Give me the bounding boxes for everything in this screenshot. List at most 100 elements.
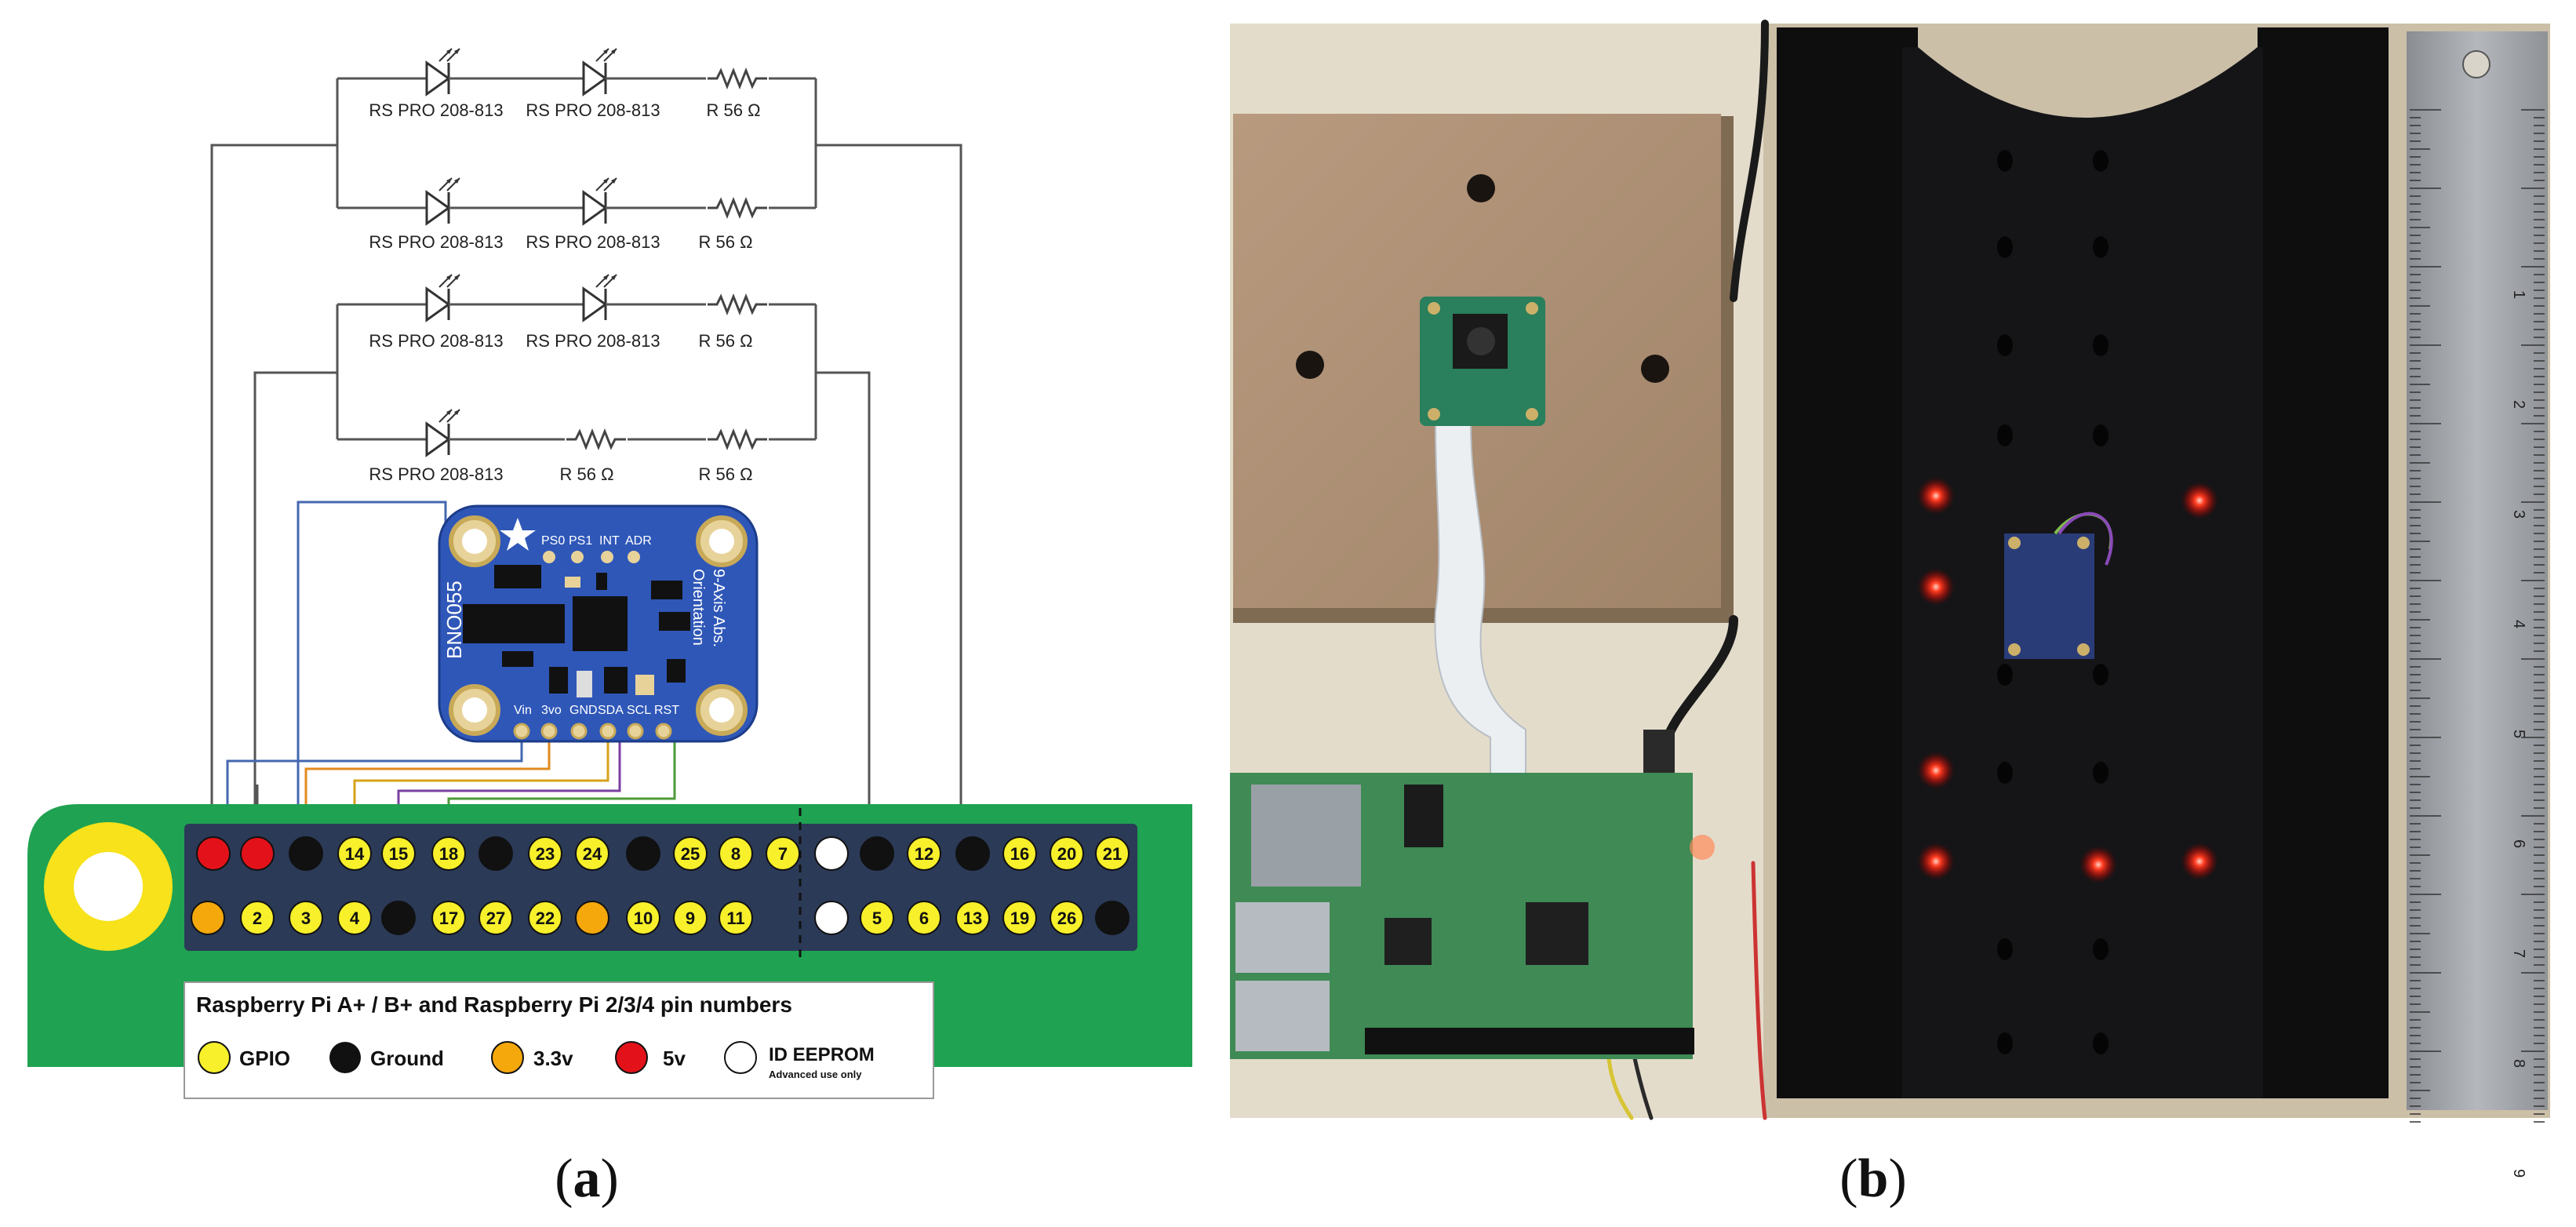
legend-gpio: GPIO	[239, 1047, 290, 1070]
gpio-pin	[907, 836, 941, 871]
gpio-pin	[337, 836, 372, 871]
led-label: RS PRO 208-813	[369, 100, 503, 120]
pin-label-vin: Vin	[514, 704, 532, 717]
gpio-pin	[860, 836, 894, 871]
gpio-pin-number: 20	[1057, 844, 1076, 864]
resistor-label: R 56 Ω	[706, 100, 760, 120]
gpio-pin	[528, 901, 562, 935]
resistor-label: R 56 Ω	[698, 331, 752, 351]
gpio-pin	[478, 901, 513, 935]
gpio-pin	[1050, 836, 1084, 871]
gpio-pin	[955, 901, 990, 935]
gpio-pin	[381, 836, 416, 871]
pin-label-sda: SDA	[598, 704, 624, 717]
gpio-pin-number: 26	[1057, 908, 1076, 928]
caption-a: (a)	[555, 1149, 619, 1209]
ruler-number: 4	[2510, 620, 2527, 628]
gpio-pin	[1095, 836, 1130, 871]
sensor-subtitle: Orientation	[689, 569, 707, 646]
gpio-pin	[240, 901, 275, 935]
gpio-pin-number: 21	[1103, 844, 1122, 864]
gpio-pin	[719, 836, 753, 871]
gpio-pin-number: 14	[345, 844, 365, 864]
led-label: RS PRO 208-813	[369, 331, 503, 351]
resistor-label: R 56 Ω	[698, 464, 752, 484]
ruler-number: 1	[2510, 290, 2527, 299]
gpio-header	[184, 824, 1137, 951]
pin-label-ps1: PS1	[569, 534, 592, 548]
ruler-number: 9	[2510, 1169, 2527, 1178]
legend-eeprom: ID EEPROM	[769, 1044, 875, 1065]
sensor-subtitle: 9-Axis Abs.	[710, 569, 727, 647]
gpio-pin-number: 22	[536, 908, 555, 928]
gpio-pin-number: 6	[919, 908, 929, 928]
led-label: RS PRO 208-813	[526, 331, 660, 351]
ruler-number: 5	[2510, 730, 2527, 738]
gpio-pin-number: 8	[731, 844, 740, 864]
gpio-pin	[626, 901, 660, 935]
gpio-pin	[673, 836, 708, 871]
legend-3v3: 3.3v	[533, 1047, 573, 1070]
star-logo-icon	[500, 518, 536, 551]
gpio-pin	[1095, 901, 1130, 935]
gpio-pin-number: 23	[536, 844, 555, 864]
ruler-number: 2	[2510, 400, 2527, 409]
led-label: RS PRO 208-813	[369, 232, 503, 252]
gpio-pin	[907, 901, 941, 935]
gpio-pin	[955, 836, 990, 871]
gpio-pin	[196, 836, 231, 871]
ruler-number: 3	[2510, 510, 2527, 519]
resistor-label: R 56 Ω	[559, 464, 613, 484]
led-string-3: RS PRO 208-813 RS PRO 208-813 R 56 Ω	[369, 273, 769, 351]
legend-ground: Ground	[370, 1047, 444, 1070]
gpio-pin-number: 4	[350, 908, 360, 928]
pin-label-adr: ADR	[625, 534, 652, 548]
gpio-pin	[575, 901, 609, 935]
panel-a-wiring-diagram: RS PRO 208-813 RS PRO 208-813 R 56 Ω RS …	[27, 47, 1192, 1099]
legend-title: Raspberry Pi A+ / B+ and Raspberry Pi 2/…	[196, 992, 792, 1017]
camera-module	[1420, 297, 1545, 848]
gpio-pin	[814, 901, 849, 935]
led-string-4: RS PRO 208-813 R 56 Ω R 56 Ω	[369, 408, 769, 484]
pin-label-int: INT	[599, 534, 620, 548]
gpio-pin	[337, 901, 372, 935]
gpio-pin-number: 13	[963, 908, 982, 928]
bno055-sensor-board: PS0 PS1 INT ADR BNO055 9-Axis Abs. Orien…	[438, 504, 759, 743]
pin-legend: Raspberry Pi A+ / B+ and Raspberry Pi 2/…	[184, 981, 934, 1099]
lit-leds	[1917, 477, 2218, 883]
legend-eeprom-note: Advanced use only	[769, 1069, 862, 1080]
gpio-pin-number: 24	[583, 844, 602, 864]
gpio-pin	[431, 901, 466, 935]
gpio-pin-number: 2	[253, 908, 262, 928]
pin-label-ps0: PS0	[541, 534, 565, 548]
gpio-pin	[673, 901, 708, 935]
gpio-pin	[1050, 901, 1084, 935]
gpio-pin	[478, 836, 513, 871]
gpio-pin-number: 10	[634, 908, 653, 928]
gpio-pin	[289, 901, 323, 935]
gpio-pin	[766, 836, 800, 871]
gpio-pin	[528, 836, 562, 871]
gpio-pin	[719, 901, 753, 935]
gpio-pin	[240, 836, 275, 871]
gpio-pin	[1002, 901, 1037, 935]
gpio-pin-number: 15	[389, 844, 408, 864]
pin-label-rst: RST	[654, 704, 679, 717]
gpio-pin-number: 18	[439, 844, 458, 864]
gpio-pin	[1002, 836, 1037, 871]
pin-label-3vo: 3vo	[541, 704, 562, 717]
gpio-pin-number: 19	[1010, 908, 1029, 928]
gpio-pin	[191, 901, 225, 935]
gpio-pin-number: 5	[872, 908, 882, 928]
caption-b: (b)	[1839, 1149, 1907, 1209]
ruler-number: 8	[2510, 1059, 2527, 1068]
gpio-pin-number: 7	[778, 844, 788, 864]
gpio-pin	[575, 836, 609, 871]
led-string-2: RS PRO 208-813 RS PRO 208-813 R 56 Ω	[369, 177, 769, 252]
ruler-number: 7	[2510, 949, 2527, 958]
